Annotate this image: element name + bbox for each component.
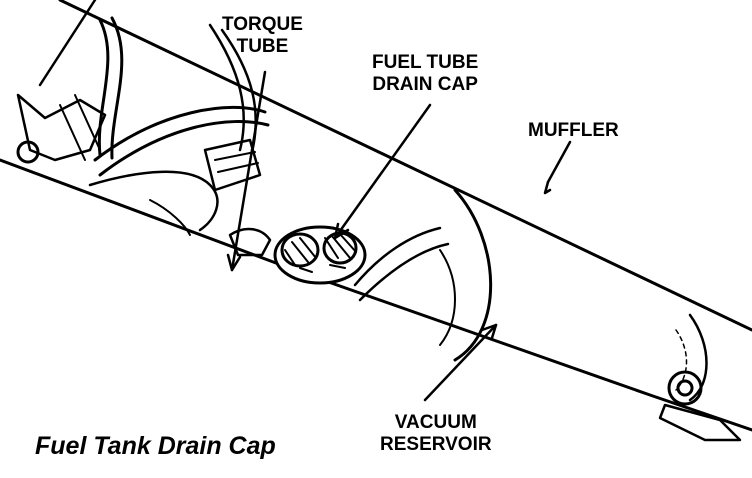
clamp-block <box>203 138 262 192</box>
cap-fitting <box>228 227 272 257</box>
clamp-lines <box>214 151 259 173</box>
left-bracket <box>16 93 107 162</box>
muffler-end <box>688 313 708 402</box>
leader-muffler <box>543 140 572 195</box>
label-fuel-tube-line-1: FUEL TUBE <box>372 52 479 73</box>
cable-3 <box>93 105 267 162</box>
label-torque-tube-line-2: TUBE <box>236 36 289 57</box>
label-vacuum-reservoir: VACUUM RESERVOIR <box>380 412 492 456</box>
cable-2 <box>110 16 124 160</box>
frame-upper-edge <box>58 0 752 332</box>
label-vacuum-line-2: RESERVOIR <box>380 434 492 455</box>
figure-caption: Fuel Tank Drain Cap <box>35 432 276 460</box>
frame-lower-edge <box>0 158 752 432</box>
label-torque-tube-line-1: TORQUE <box>222 14 303 35</box>
leader-torque-tube <box>226 70 267 272</box>
label-fuel-tube-line-2: DRAIN CAP <box>372 74 478 95</box>
reservoir-inner <box>439 249 456 346</box>
leader-vacuum-reservoir <box>423 323 498 402</box>
tank-contour <box>88 170 219 232</box>
reservoir-hose <box>353 226 450 302</box>
lower-right-bolt <box>658 370 742 442</box>
label-torque-tube: TORQUE TUBE <box>222 14 303 58</box>
leader-fuel-tube-drain-cap <box>333 103 432 240</box>
label-fuel-tube-drain-cap: FUEL TUBE DRAIN CAP <box>372 52 478 96</box>
label-vacuum-line-1: VACUUM <box>394 412 477 433</box>
cable-1 <box>97 18 110 157</box>
bracket-strap <box>59 94 101 161</box>
label-muffler: MUFFLER <box>528 120 619 141</box>
tank-shadow <box>149 199 191 236</box>
frame-left-edge <box>38 0 97 87</box>
left-bolt <box>16 140 40 164</box>
reservoir-body <box>453 188 493 362</box>
drain-cap <box>273 225 367 285</box>
cable-5 <box>208 23 245 152</box>
cable-4 <box>98 120 270 177</box>
